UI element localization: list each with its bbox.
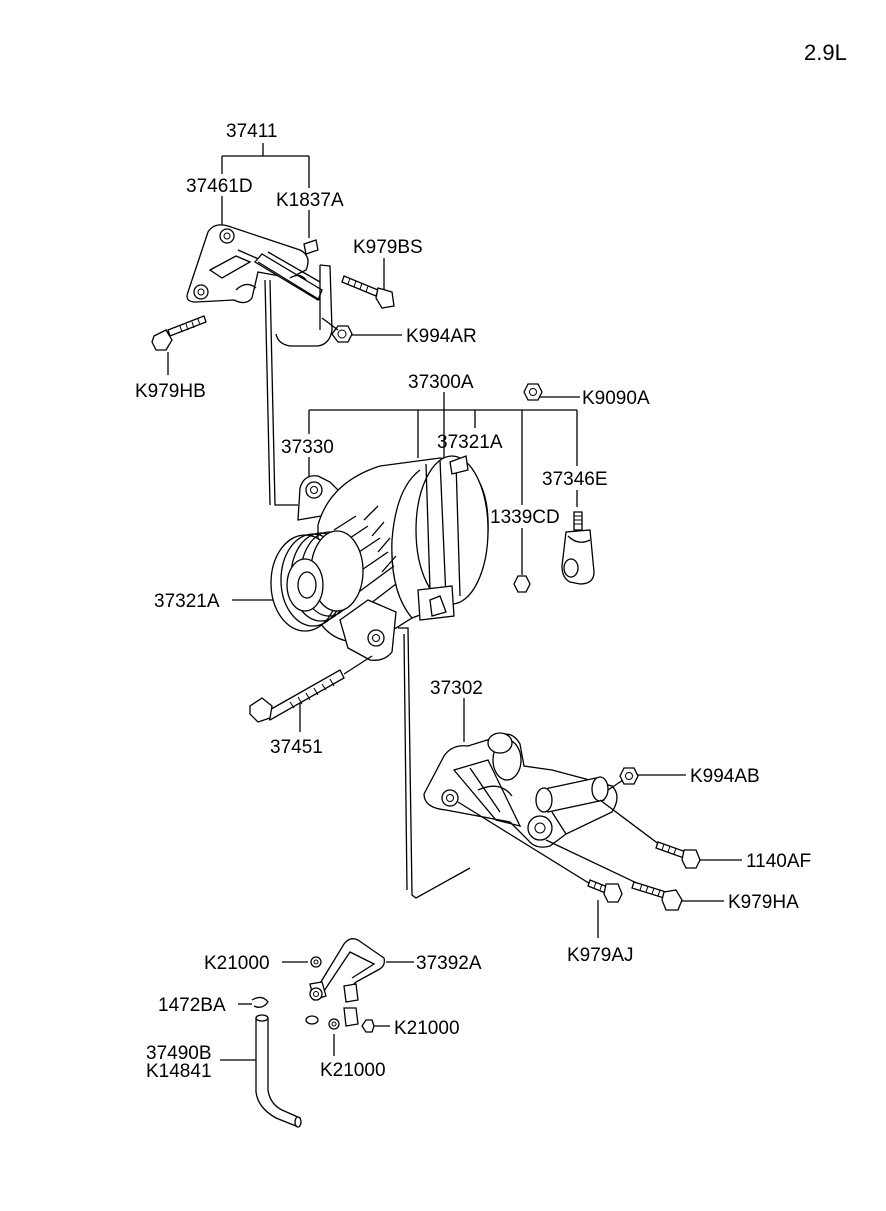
label-K979HB: K979HB (135, 381, 206, 402)
label-37461D: 37461D (186, 176, 253, 197)
label-37392A: 37392A (416, 953, 482, 974)
label-37321A-top: 37321A (437, 432, 503, 453)
label-K14841: K14841 (146, 1061, 212, 1082)
label-37451: 37451 (270, 737, 323, 758)
label-K979BS: K979BS (353, 237, 423, 258)
engine-label: 2.9L (804, 40, 847, 65)
label-37490B: 37490B (146, 1043, 212, 1064)
label-37302: 37302 (430, 678, 483, 699)
label-K21000-c: K21000 (320, 1060, 386, 1081)
label-K979HA: K979HA (728, 892, 799, 913)
label-K9090A: K9090A (582, 388, 650, 409)
label-37330: 37330 (281, 437, 334, 458)
label-K21000-b: K21000 (394, 1018, 460, 1039)
label-K979AJ: K979AJ (567, 945, 634, 966)
alternator-icon (249, 383, 595, 899)
upper-bracket-leaders (167, 143, 402, 375)
label-1140AF: 1140AF (746, 851, 811, 872)
label-37321A-left: 37321A (154, 591, 220, 612)
label-37300A: 37300A (408, 372, 474, 393)
label-K1837A: K1837A (276, 190, 344, 211)
lower-bracket-icon (423, 732, 701, 911)
oil-pipe-icon (251, 938, 386, 1128)
oil-pipe-leaders (220, 961, 414, 1061)
upper-bracket-icon (151, 224, 395, 506)
label-1472BA: 1472BA (158, 995, 226, 1016)
label-37411: 37411 (226, 121, 277, 142)
label-1339CD: 1339CD (490, 507, 560, 528)
lower-bracket-leaders (463, 698, 742, 938)
label-37346E: 37346E (542, 469, 608, 490)
label-K994AR: K994AR (406, 326, 477, 347)
label-K994AB: K994AB (690, 766, 760, 787)
label-K21000-a: K21000 (204, 953, 270, 974)
